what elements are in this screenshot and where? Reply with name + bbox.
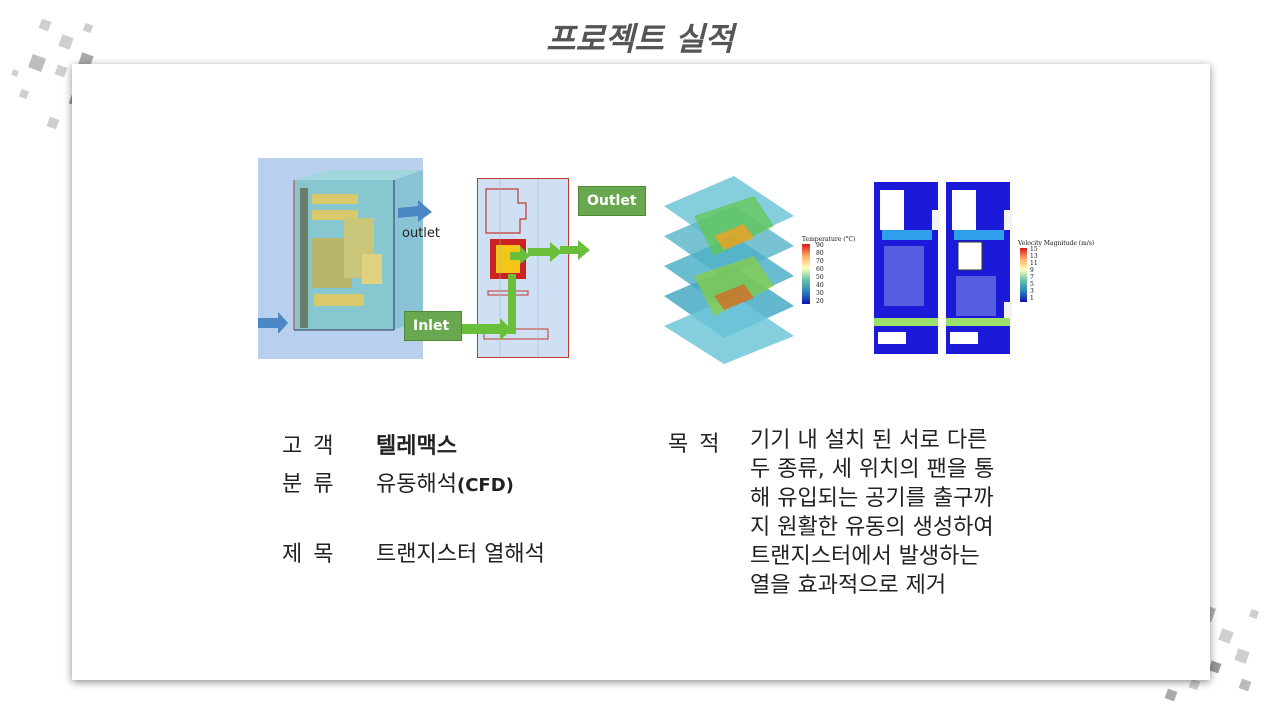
temperature-tick: 70	[816, 258, 824, 265]
temperature-contour-image	[664, 176, 794, 364]
purpose-line: 기기 내 설치 된 서로 다른	[750, 428, 988, 453]
temperature-tick: 80	[816, 250, 824, 257]
purpose-label: 목 적	[668, 432, 722, 457]
category-label: 분 류	[282, 472, 336, 497]
outlet-box-label: Outlet	[578, 186, 646, 216]
purpose-line: 트랜지스터에서 발생하는	[750, 544, 980, 569]
temperature-tick: 60	[816, 266, 824, 273]
velocity-contour-image	[874, 182, 1012, 354]
customer-value: 텔레맥스	[376, 434, 457, 459]
velocity-tick: 11	[1030, 260, 1038, 267]
velocity-tick: 7	[1030, 274, 1034, 281]
temperature-tick: 40	[816, 282, 824, 289]
outlet-arrow-icon	[398, 200, 432, 222]
velocity-tick: 15	[1030, 246, 1038, 253]
purpose-text: 기기 내 설치 된 서로 다른 두 종류, 세 위치의 팬을 통 해 유입되는 …	[750, 426, 1050, 600]
temperature-tick: 90	[816, 242, 824, 249]
temperature-tick: 50	[816, 274, 824, 281]
flow-arrows-icon	[460, 240, 590, 340]
velocity-tick: 13	[1030, 253, 1038, 260]
category-value-text: 유동해석	[376, 472, 457, 497]
category-value-suffix: (CFD)	[456, 475, 514, 496]
velocity-color-bar	[1020, 248, 1027, 302]
cabinet-3d-model-image	[258, 158, 423, 359]
subject-value: 트랜지스터 열해석	[376, 542, 545, 567]
purpose-line: 지 원활한 유동의 생성하여	[750, 515, 994, 540]
velocity-tick: 5	[1030, 281, 1034, 288]
customer-label: 고 객	[282, 434, 336, 459]
temperature-tick: 30	[816, 290, 824, 297]
velocity-legend-title: Velocity Magnitude (m/s)	[1018, 240, 1095, 247]
outlet-label: outlet	[402, 226, 440, 241]
velocity-tick: 9	[1030, 267, 1034, 274]
purpose-line: 해 유입되는 공기를 출구까	[750, 486, 994, 511]
temperature-color-bar	[802, 244, 810, 304]
velocity-tick: 3	[1030, 288, 1034, 295]
velocity-tick: 1	[1030, 295, 1034, 302]
category-value: 유동해석(CFD)	[376, 466, 514, 498]
inlet-box-label: Inlet	[404, 311, 462, 341]
temperature-tick: 20	[816, 298, 824, 305]
temperature-legend-title: Temperature (°C)	[802, 236, 856, 243]
page-title: 프로젝트 실적	[546, 20, 734, 58]
subject-label: 제 목	[282, 542, 336, 567]
purpose-line: 열을 효과적으로 제거	[750, 573, 947, 598]
purpose-line: 두 종류, 세 위치의 팬을 통	[750, 457, 995, 482]
